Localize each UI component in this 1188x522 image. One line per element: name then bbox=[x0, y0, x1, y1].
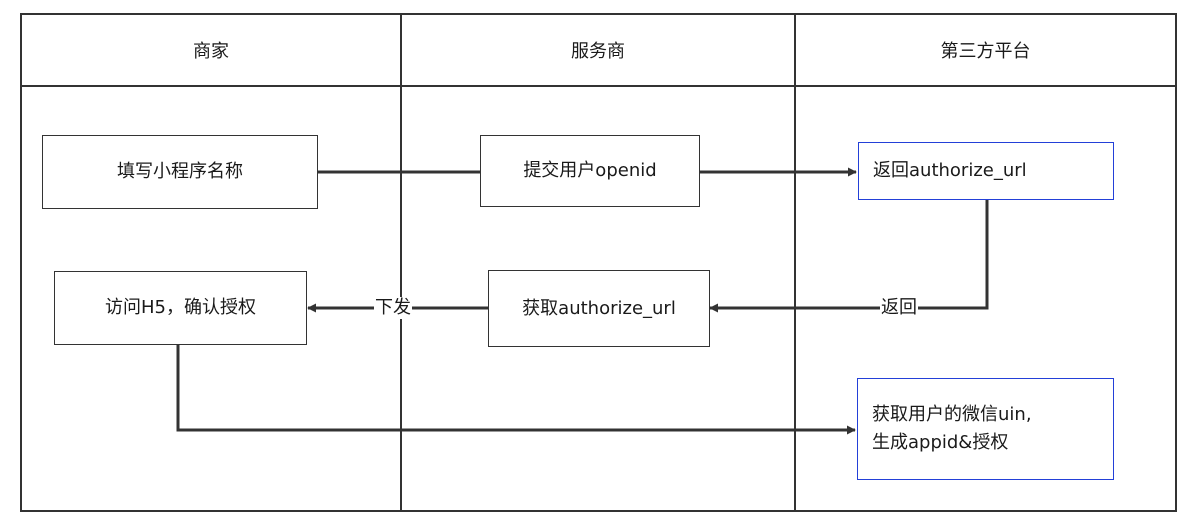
swimlane-frame bbox=[20, 13, 1177, 512]
lane-header-merchant: 商家 bbox=[193, 41, 229, 62]
node-final-line-1: 获取用户的微信uin, bbox=[872, 404, 1032, 425]
lane-header-platform: 第三方平台 bbox=[940, 41, 1031, 62]
node-visit-h5-confirm: 访问H5，确认授权 bbox=[54, 271, 307, 345]
node-get-authorize-url: 获取authorize_url bbox=[488, 270, 710, 347]
lane-header-provider: 服务商 bbox=[571, 41, 625, 62]
node-final-line-2: 生成appid&授权 bbox=[872, 432, 1009, 453]
node-submit-openid: 提交用户openid bbox=[480, 135, 700, 207]
node-return-authorize-url: 返回authorize_url bbox=[858, 142, 1114, 200]
edge-label-return: 返回 bbox=[880, 297, 918, 319]
outer-border bbox=[20, 13, 1177, 512]
node-get-uin-generate-appid: 获取用户的微信uin, 生成appid&授权 bbox=[857, 378, 1114, 480]
edge-return-to-get bbox=[709, 199, 989, 313]
edge-visit-to-final bbox=[176, 345, 856, 435]
edge-label-issue: 下发 bbox=[374, 297, 412, 319]
node-fill-mini-program-name: 填写小程序名称 bbox=[42, 135, 318, 209]
